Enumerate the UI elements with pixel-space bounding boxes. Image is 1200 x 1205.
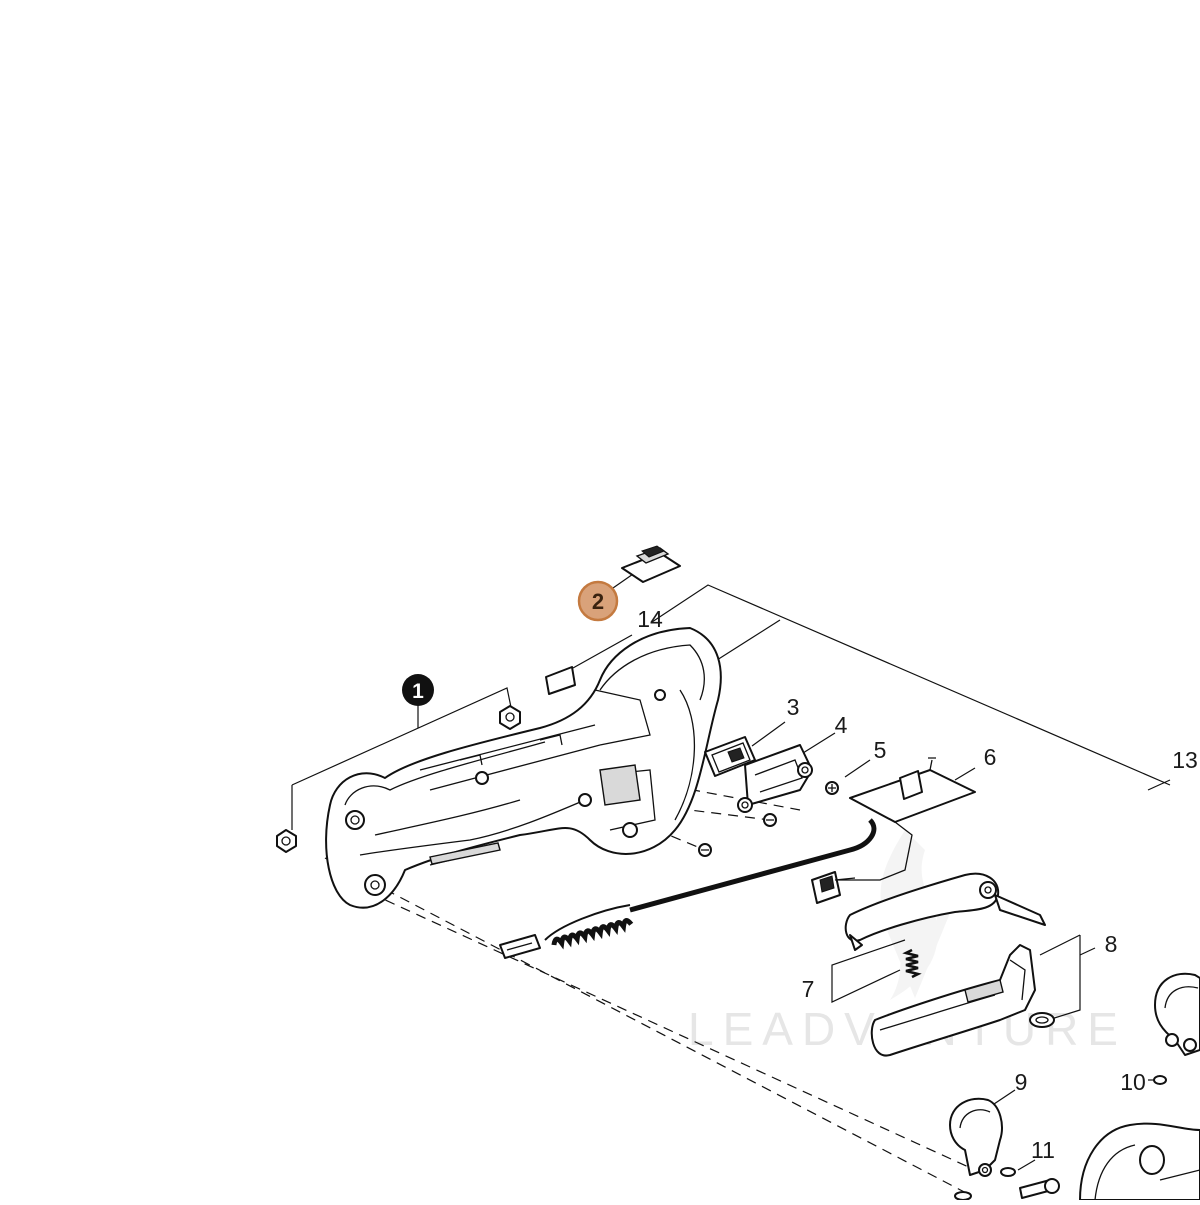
washer-11	[1000, 1167, 1016, 1177]
callout-10: 10	[1120, 1069, 1146, 1095]
part-2-pad	[621, 545, 681, 583]
callout-3: 3	[787, 694, 800, 720]
callout-5: 5	[874, 737, 887, 763]
handle-housing	[325, 627, 722, 909]
svg-text:9: 9	[1015, 1069, 1028, 1095]
svg-text:7: 7	[802, 976, 815, 1002]
svg-text:5: 5	[874, 737, 887, 763]
callout-1: 1	[402, 674, 434, 706]
callout-9: 9	[1015, 1069, 1028, 1095]
part-9-clamp	[949, 1097, 1003, 1177]
part-14-label-sticker	[545, 666, 576, 695]
part-4-switch-carrier	[737, 744, 813, 813]
callout-13: 13	[1172, 747, 1198, 773]
callout-7: 7	[802, 976, 815, 1002]
washer-lower	[954, 1191, 972, 1201]
part-6-circuit-board	[830, 757, 976, 881]
screw-5	[825, 781, 839, 795]
washer-10	[1153, 1075, 1167, 1085]
callout-4: 4	[835, 712, 848, 738]
callout-2-highlighted[interactable]: 2	[577, 580, 619, 622]
callout-8: 8	[1105, 931, 1118, 957]
svg-text:2: 2	[592, 589, 604, 614]
engine-housing-partial	[1079, 1122, 1200, 1201]
part-3-switch-frame	[704, 736, 756, 777]
wire-harness	[499, 818, 877, 959]
bolt-11	[1019, 1178, 1060, 1199]
hex-nut-upper	[499, 705, 521, 730]
throttle-trigger	[844, 872, 1046, 951]
micro-switch	[811, 871, 856, 904]
svg-text:3: 3	[787, 694, 800, 720]
part-10-clamp-right	[1154, 972, 1200, 1056]
svg-text:4: 4	[835, 712, 848, 738]
screw-center	[763, 813, 777, 827]
cable-spring-icon	[551, 918, 634, 950]
svg-text:14: 14	[637, 606, 663, 632]
leader-lines	[291, 571, 1171, 1171]
callout-6: 6	[984, 744, 997, 770]
svg-text:6: 6	[984, 744, 997, 770]
retaining-clip	[1029, 1012, 1055, 1028]
svg-text:1: 1	[412, 680, 424, 703]
svg-text:13: 13	[1172, 747, 1198, 773]
part-7-spring-icon	[902, 948, 922, 979]
svg-text:10: 10	[1120, 1069, 1146, 1095]
svg-text:11: 11	[1031, 1137, 1055, 1163]
hex-nut-lower	[276, 829, 297, 853]
callout-11: 11	[1031, 1137, 1055, 1163]
screw-lower	[698, 843, 712, 857]
svg-text:8: 8	[1105, 931, 1118, 957]
callout-14: 14	[637, 606, 663, 632]
part-8-lockout-lever	[870, 944, 1036, 1057]
